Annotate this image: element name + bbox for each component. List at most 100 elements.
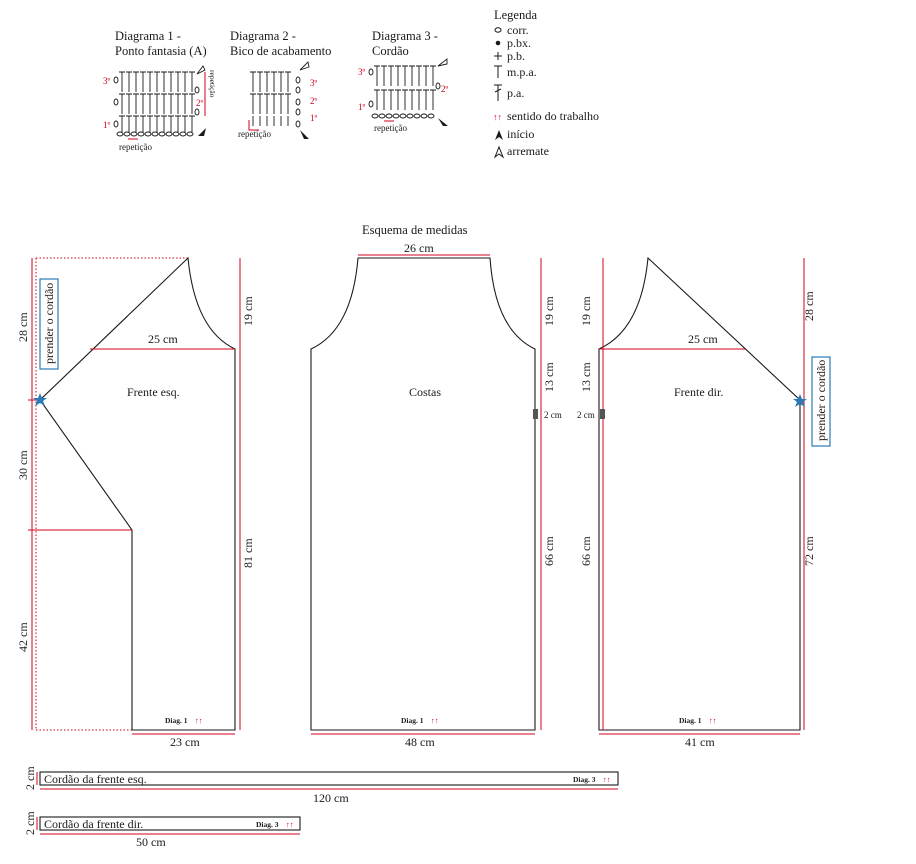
cord-left-m-height: 2 cm	[23, 766, 37, 790]
front-left-outline	[39, 256, 236, 731]
cord-left-strip: 2 cm Cordão da frente esq. Diag. 3 ↑↑ 12…	[23, 766, 619, 805]
front-right-m-upper-side: 13 cm	[579, 362, 593, 392]
double-crochet-symbol-icon	[494, 84, 502, 101]
diagram-3-row1: 1º	[358, 102, 366, 112]
front-left-arrows: ↑↑	[195, 716, 203, 725]
diagram-3-stitches	[368, 65, 441, 119]
diagram-2-repeat-marker	[248, 120, 259, 131]
front-left-diag-label: Diag. 1	[165, 716, 188, 725]
diagram-1-end-arrow-icon	[196, 65, 206, 75]
front-right-m-lower-side: 66 cm	[579, 536, 593, 566]
legend-title: Legenda	[494, 8, 537, 22]
cord-left-name: Cordão da frente esq.	[44, 772, 147, 786]
front-left-m-middle: 30 cm	[16, 450, 30, 480]
front-left-cord-note-box	[39, 278, 59, 370]
front-left-m-shoulder: 25 cm	[148, 332, 178, 346]
diagram-3-end-arrow-icon	[437, 58, 448, 67]
diagram-1-ponto-fantasia: Diagrama 1 - Ponto fantasia (A) 3º 2º 1º…	[103, 29, 217, 152]
front-left-piece: 28 cm 30 cm 42 cm 25 cm 19 cm 81 cm 23 c…	[16, 256, 255, 749]
legend-item-half-double: m.p.a.	[507, 65, 537, 79]
front-left-m-bottom: 23 cm	[170, 735, 200, 749]
legend-item-chain: corr.	[507, 23, 529, 37]
diagram-1-repeat-vertical-label: repetição	[208, 70, 217, 98]
legend-item-direction: sentido do trabalho	[507, 109, 599, 123]
front-left-m-top: 28 cm	[16, 312, 30, 342]
diagram-2-row2: 2º	[310, 96, 318, 106]
front-right-diag-label: Diag. 1	[679, 716, 702, 725]
diagram-2-title-line1: Diagrama 2 -	[230, 29, 296, 43]
cord-right-strip: 2 cm Cordão da frente dir. Diag. 3 ↑↑ 50…	[23, 811, 301, 849]
cord-left-diag-label: Diag. 3	[573, 775, 596, 784]
diagram-3-cordao: Diagrama 3 - Cordão 3º 2º 1º repetição	[358, 29, 449, 133]
back-m-neck: 26 cm	[404, 241, 434, 255]
front-right-cord-note-box	[811, 356, 831, 447]
front-right-m-side: 72 cm	[802, 536, 816, 566]
front-right-name: Frente dir.	[674, 385, 723, 399]
legend-item-slip-stitch: p.bx.	[507, 36, 531, 50]
front-left-dotted-guide	[35, 257, 188, 731]
cord-right-diag-label: Diag. 3	[256, 820, 279, 829]
cord-right-name: Cordão da frente dir.	[44, 817, 143, 831]
legend-item-end: arremate	[507, 144, 549, 158]
legend: Legenda corr. p.bx. p.b. m.p.a. p.a. ↑↑ …	[493, 8, 599, 159]
diagram-3-repeat-label: repetição	[374, 123, 407, 133]
schema-title: Esquema de medidas	[362, 223, 468, 237]
back-m-slot: 2 cm	[544, 410, 562, 420]
diagram-3-row2: 2º	[441, 84, 449, 94]
back-arrows: ↑↑	[431, 716, 439, 725]
diagram-1-row1: 1º	[103, 120, 111, 130]
front-right-slot-marker	[600, 409, 605, 419]
diagram-1-row3: 3º	[103, 76, 111, 86]
direction-arrows-icon: ↑↑	[493, 112, 502, 122]
cord-right-m-length: 50 cm	[136, 835, 166, 849]
cord-right-m-height: 2 cm	[23, 811, 37, 835]
front-right-outline	[598, 256, 801, 731]
front-left-m-armhole: 19 cm	[241, 296, 255, 326]
half-double-crochet-symbol-icon	[494, 65, 502, 78]
start-arrow-icon	[495, 130, 503, 140]
cord-left-arrows: ↑↑	[603, 775, 611, 784]
front-right-cord-note: prender o cordão	[814, 360, 828, 441]
chain-symbol-icon	[494, 27, 502, 33]
back-m-armhole: 19 cm	[542, 296, 556, 326]
legend-item-start: início	[507, 127, 534, 141]
front-left-m-bottom-side: 42 cm	[16, 622, 30, 652]
diagram-2-end-arrow-icon	[299, 61, 310, 71]
diagram-1-title-line2: Ponto fantasia (A)	[115, 44, 207, 58]
front-right-m-top: 28 cm	[802, 291, 816, 321]
back-m-lower-side: 66 cm	[542, 536, 556, 566]
end-arrow-icon	[493, 145, 505, 159]
diagram-3-start-arrow-icon	[438, 118, 448, 126]
back-m-upper-side: 13 cm	[542, 362, 556, 392]
back-m-bottom: 48 cm	[405, 735, 435, 749]
diagram-3-title-line1: Diagrama 3 -	[372, 29, 438, 43]
cord-left-m-length: 120 cm	[313, 791, 349, 805]
front-right-arrows: ↑↑	[709, 716, 717, 725]
cord-right-measure-lines	[36, 817, 300, 835]
diagram-2-row3: 3º	[310, 78, 318, 88]
front-right-m-slot: 2 cm	[577, 410, 595, 420]
diagram-2-repeat-label: repetição	[238, 129, 271, 139]
diagram-1-start-arrow-icon	[198, 128, 206, 136]
front-right-m-shoulder: 25 cm	[688, 332, 718, 346]
diagram-1-repeat-label: repetição	[119, 142, 152, 152]
diagram-1-stitches	[113, 71, 200, 137]
back-slot-marker	[533, 409, 538, 419]
cord-right-arrows: ↑↑	[286, 820, 294, 829]
diagram-3-row3: 3º	[358, 67, 366, 77]
front-left-star-icon	[33, 393, 47, 406]
legend-item-double-crochet: p.a.	[507, 86, 524, 100]
front-right-m-bottom: 41 cm	[685, 735, 715, 749]
front-left-name: Frente esq.	[127, 385, 180, 399]
front-left-m-side: 81 cm	[241, 538, 255, 568]
back-outline	[310, 257, 536, 731]
back-diag-label: Diag. 1	[401, 716, 424, 725]
slip-stitch-symbol-icon	[495, 40, 501, 46]
front-right-piece: 19 cm 13 cm 2 cm 66 cm 25 cm 28 cm 72 cm…	[577, 256, 831, 749]
diagram-2-title-line2: Bico de acabamento	[230, 44, 331, 58]
diagram-2-start-arrow-icon	[300, 130, 309, 139]
back-name: Costas	[409, 385, 441, 399]
front-right-star-icon	[793, 394, 807, 407]
front-right-m-armhole: 19 cm	[579, 296, 593, 326]
